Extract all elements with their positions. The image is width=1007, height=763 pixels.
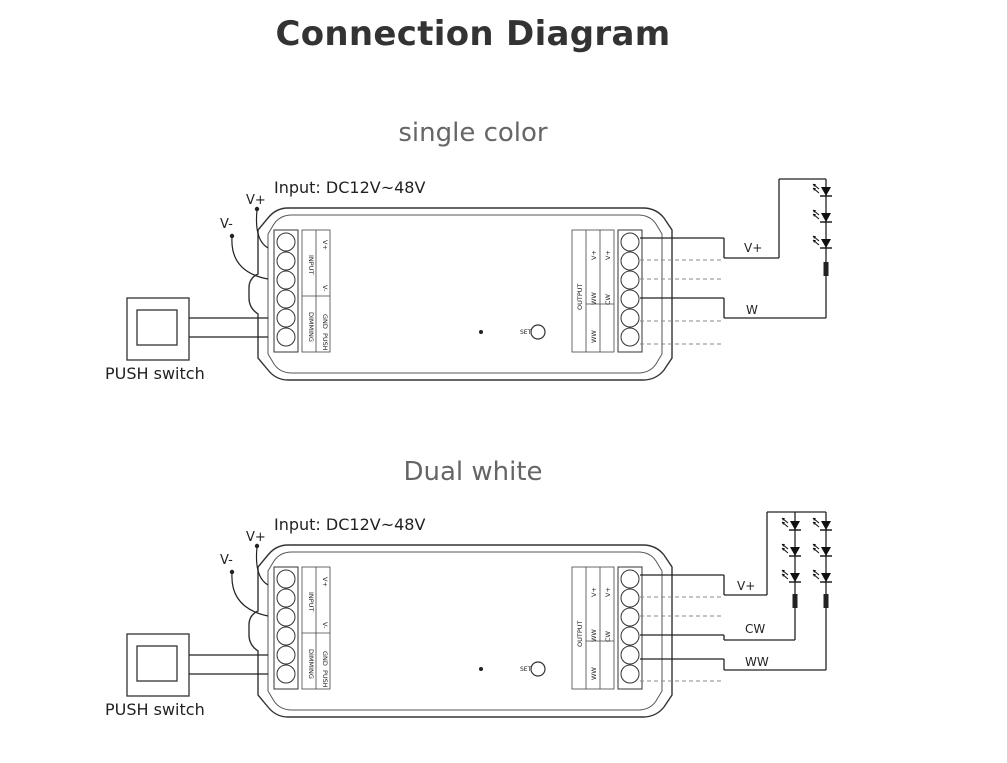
pin-label-vplus: V+ <box>604 250 612 260</box>
pin-label-cw: CW <box>604 630 612 642</box>
wire-label-w: W <box>746 303 758 317</box>
section-title-dual: Dual white <box>403 457 543 487</box>
push-switch-label: PUSH switch <box>105 700 205 719</box>
pin-label-vplus: V+ <box>590 250 598 260</box>
pin-label-push: PUSH <box>321 333 329 351</box>
diagram-dual-white: INPUT DIMMING V+ V- GND PUSH OUTPUT V+ W… <box>126 511 833 718</box>
section-title-single: single color <box>398 118 548 148</box>
vplus-label: V+ <box>246 193 266 208</box>
vminus-label: V- <box>220 553 233 568</box>
pin-label-push: PUSH <box>321 670 329 688</box>
set-label: SET <box>520 329 532 336</box>
pin-label-gnd: GND <box>321 314 329 329</box>
pin-label-vplus: V+ <box>604 587 612 597</box>
diagram-single-color: INPUT DIMMING V+ V- GND PUSH OUTPUT V+ W… <box>126 178 833 381</box>
page-title: Connection Diagram <box>275 14 671 54</box>
wire-label-ww: WW <box>745 655 769 669</box>
pin-label-vplus: V+ <box>321 577 329 587</box>
pin-label-ww: WW <box>590 629 598 642</box>
pin-label-vminus: V- <box>321 622 329 629</box>
panel-label-input: INPUT <box>307 255 315 274</box>
panel-label-output: OUTPUT <box>576 283 584 310</box>
pin-label-ww: WW <box>590 330 598 343</box>
pin-label-ww: WW <box>590 667 598 680</box>
vminus-label: V- <box>220 217 233 232</box>
pin-label-vplus: V+ <box>321 240 329 250</box>
panel-label-dimming: DIMMING <box>307 649 315 679</box>
push-switch-label: PUSH switch <box>105 364 205 383</box>
wire-label-cw: CW <box>745 622 765 636</box>
pin-label-ww: WW <box>590 292 598 305</box>
set-label: SET <box>520 666 532 673</box>
input-voltage-label: Input: DC12V~48V <box>274 515 426 534</box>
panel-label-output: OUTPUT <box>576 620 584 647</box>
input-voltage-label: Input: DC12V~48V <box>274 178 426 197</box>
wire-label-vplus: V+ <box>744 241 762 255</box>
wire-label-vplus: V+ <box>737 579 755 593</box>
pin-label-gnd: GND <box>321 651 329 666</box>
pin-label-vminus: V- <box>321 285 329 292</box>
panel-label-dimming: DIMMING <box>307 312 315 342</box>
panel-label-input: INPUT <box>307 592 315 611</box>
pin-label-vplus: V+ <box>590 587 598 597</box>
vplus-label: V+ <box>246 530 266 545</box>
pin-label-cw: CW <box>604 293 612 305</box>
